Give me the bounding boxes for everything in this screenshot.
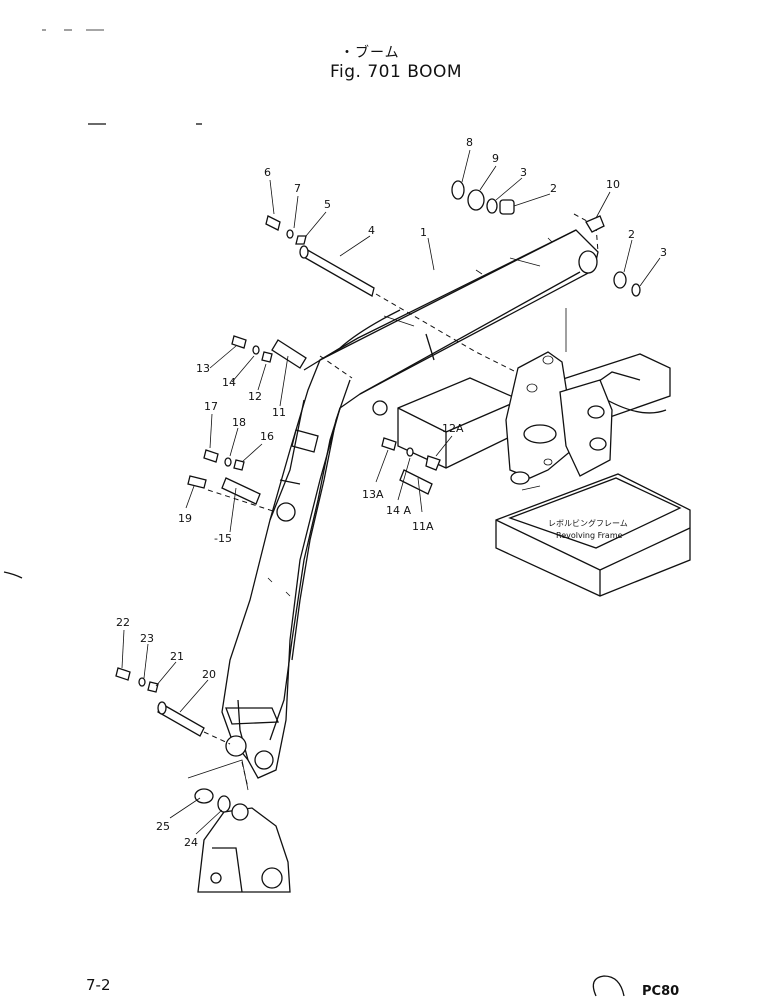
- callout-11A: 11A: [412, 520, 434, 533]
- callout-9: 9: [492, 152, 499, 165]
- revolving-frame-label: Revolving Frame: [556, 531, 623, 540]
- boom: [221, 229, 599, 779]
- callout-11: 11: [272, 406, 286, 419]
- assembly-lines: [187, 213, 599, 791]
- callout-14A: 14 A: [386, 504, 411, 517]
- model-code: PC80: [642, 984, 680, 999]
- callout-17: 17: [204, 400, 218, 413]
- callout-12: 12: [248, 390, 262, 403]
- cylinder-end: [197, 803, 291, 893]
- callout-23: 23: [140, 632, 154, 645]
- callout-7: 7: [294, 182, 301, 195]
- figure-title: Fig. 701 BOOM: [330, 62, 463, 82]
- callout-24: 24: [184, 836, 198, 849]
- callout-10: 10: [606, 178, 620, 191]
- callout-2-right: 2: [628, 228, 635, 241]
- callout-5: 5: [324, 198, 331, 211]
- callout-20: 20: [202, 668, 216, 681]
- page-number: 7-2: [86, 976, 111, 994]
- callout-4: 4: [368, 224, 375, 237]
- scan-marks: [3, 29, 202, 579]
- callout-2: 2: [550, 182, 557, 195]
- callout-labels: 8 9 3 2 10 1 2 3 6 7 5 4 13 14 12 11 17 …: [116, 136, 667, 849]
- revolving-frame: レボルビングフレーム Revolving Frame: [495, 473, 691, 597]
- callout-13A: 13A: [362, 488, 384, 501]
- figure-title-japanese: ・ブーム: [340, 45, 400, 61]
- callout-12A: 12A: [442, 422, 464, 435]
- callout-22: 22: [116, 616, 130, 629]
- callout-8: 8: [466, 136, 473, 149]
- callout-13: 13: [196, 362, 210, 375]
- leader-lines: [121, 149, 661, 835]
- boom-foot-bracket: [505, 308, 613, 491]
- callout-15: -15: [214, 532, 232, 545]
- callout-14: 14: [222, 376, 236, 389]
- small-parts: [115, 180, 641, 813]
- callout-16: 16: [260, 430, 274, 443]
- callout-1: 1: [420, 226, 427, 239]
- callout-3-right: 3: [660, 246, 667, 259]
- page-mark: [592, 975, 625, 997]
- callout-21: 21: [170, 650, 184, 663]
- revolving-frame-label-jp: レボルビングフレーム: [548, 518, 628, 528]
- frame-blocks: [397, 353, 671, 469]
- callout-19: 19: [178, 512, 192, 525]
- callout-18: 18: [232, 416, 246, 429]
- callout-6: 6: [264, 166, 271, 179]
- callout-3: 3: [520, 166, 527, 179]
- callout-25: 25: [156, 820, 170, 833]
